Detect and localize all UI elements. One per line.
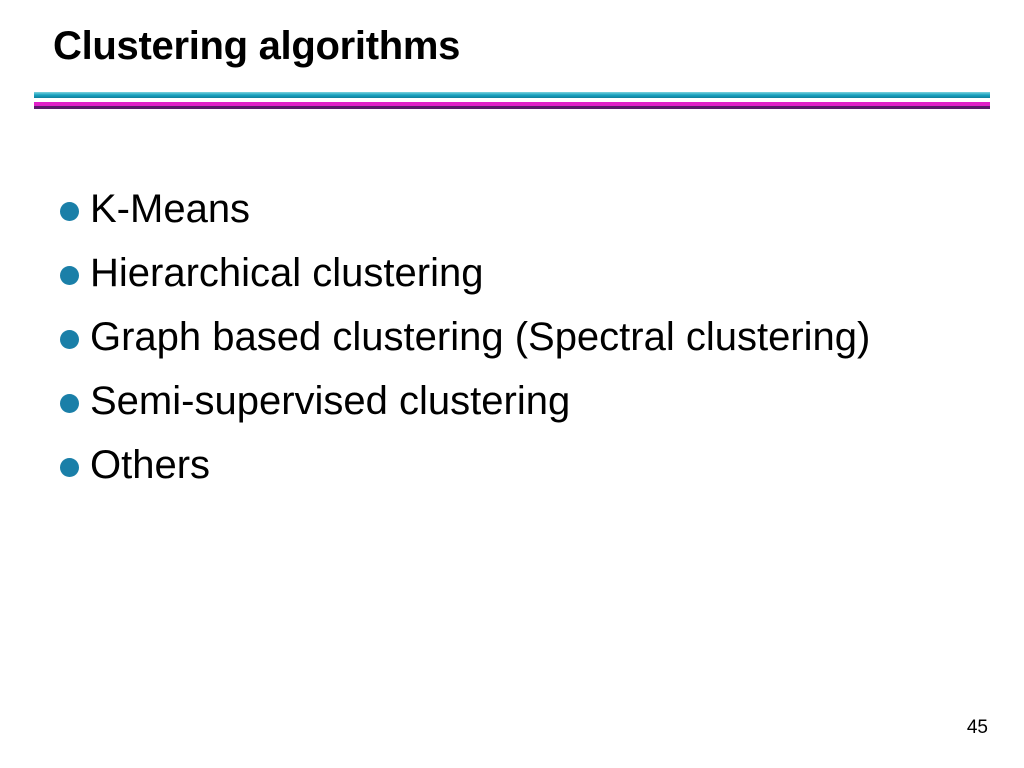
- bullet-text: Hierarchical clustering: [90, 251, 484, 295]
- bullet-item: K-Means: [58, 184, 958, 234]
- bullet-text: K-Means: [90, 187, 251, 231]
- bullet-dot-icon: [60, 202, 79, 221]
- bullet-dot-icon: [60, 266, 79, 285]
- bullet-text: Others: [90, 443, 211, 487]
- title-rule-teal: [34, 92, 990, 98]
- title-rule-magenta: [34, 102, 990, 106]
- bullet-item: Hierarchical clustering: [58, 248, 958, 298]
- bullet-item: Graph based clustering (Spectral cluster…: [58, 312, 958, 362]
- bullet-item: Others: [58, 440, 958, 490]
- page-number: 45: [966, 717, 988, 738]
- slide-title: Clustering algorithms: [53, 24, 461, 68]
- bullet-dot-icon: [60, 458, 79, 477]
- bullet-dot-icon: [60, 330, 79, 349]
- title-rule-gap: [34, 98, 990, 102]
- bullet-list: K-Means Hierarchical clustering Graph ba…: [58, 184, 958, 504]
- bullet-text: Graph based clustering (Spectral cluster…: [90, 315, 871, 359]
- bullet-item: Semi-supervised clustering: [58, 376, 958, 426]
- bullet-dot-icon: [60, 394, 79, 413]
- title-rule-dark: [34, 106, 990, 109]
- bullet-text: Semi-supervised clustering: [90, 379, 571, 423]
